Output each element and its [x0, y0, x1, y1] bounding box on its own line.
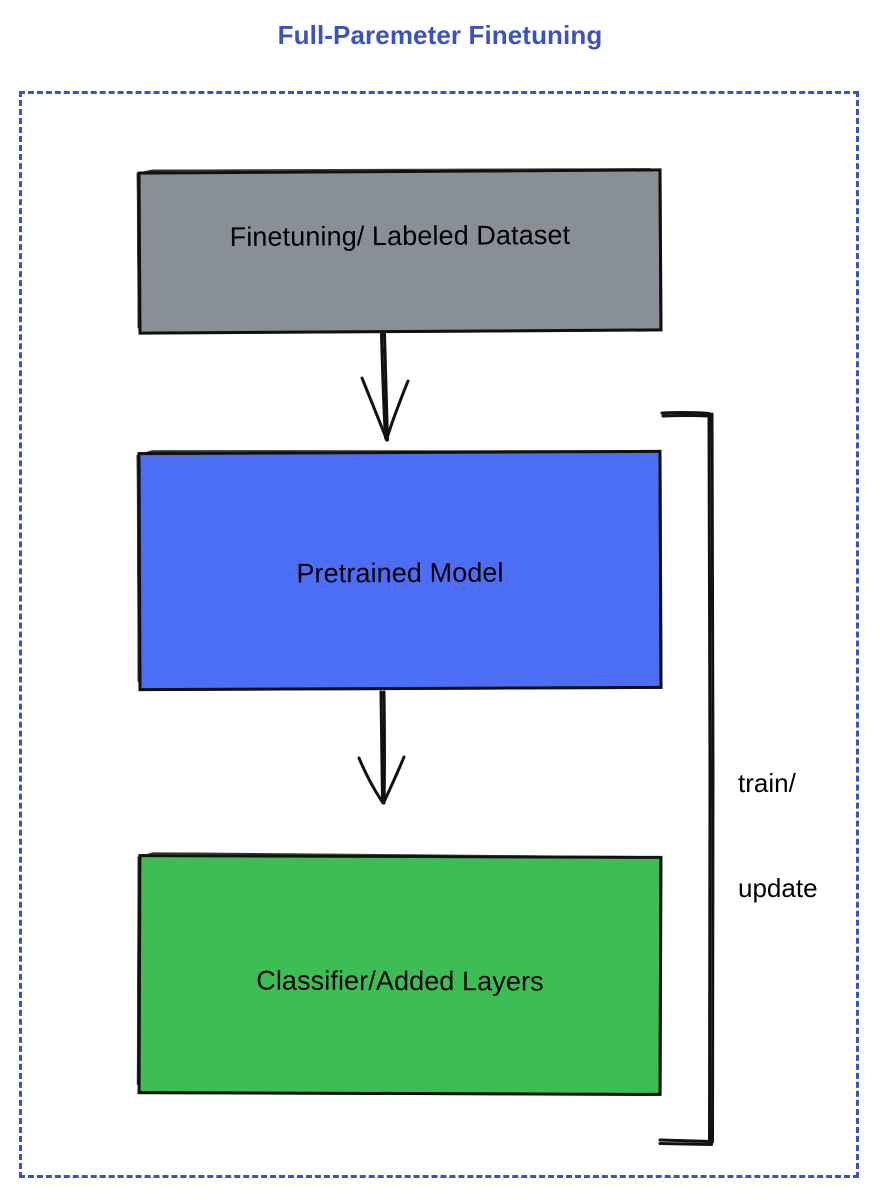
loop-label-line-1: train/ [738, 768, 796, 798]
page-title: Full-Paremeter Finetuning [277, 20, 603, 50]
loop-label-line-2: update [738, 873, 818, 903]
diagram-dashed-frame [19, 91, 859, 1178]
node-label-pretrained: Pretrained Model [296, 557, 504, 589]
node-classifier-added-layers[interactable]: Classifier/Added Layers [137, 854, 663, 1096]
node-finetuning-labeled-dataset[interactable]: Finetuning/ Labeled Dataset [137, 168, 663, 335]
node-pretrained-model[interactable]: Pretrained Model [137, 449, 663, 692]
node-label-dataset: Finetuning/ Labeled Dataset [229, 219, 571, 253]
node-label-classifier: Classifier/Added Layers [256, 965, 544, 997]
connector-label-train-update: train/ update [738, 696, 818, 976]
